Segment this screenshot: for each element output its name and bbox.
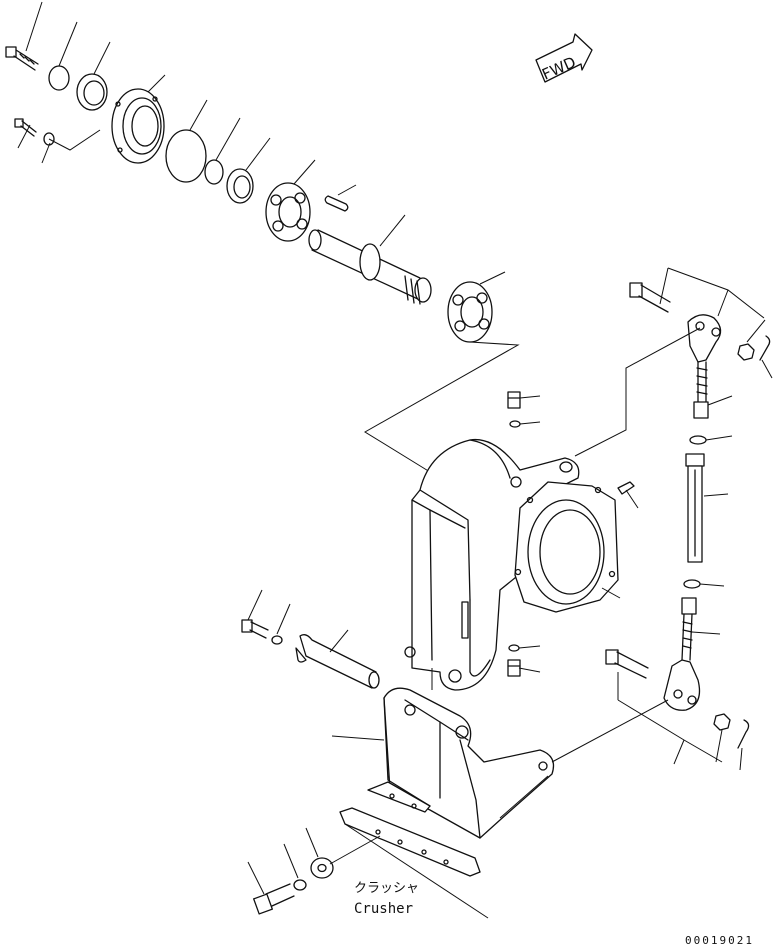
pivot-pin-bolt (241, 619, 269, 639)
bolt-top (5, 46, 39, 71)
clevis-top (687, 314, 722, 363)
bearing-race (226, 168, 254, 204)
washer-plug-bottom (508, 644, 520, 652)
fwd-label: FWD (539, 53, 578, 84)
washer-rod-bottom (683, 579, 701, 589)
cotter-pin-top (759, 335, 771, 361)
crusher-label-jp: クラッシャ (354, 881, 419, 896)
threaded-rod-top (693, 361, 709, 419)
washer-plate (48, 65, 70, 91)
o-ring-large (165, 129, 207, 183)
pivot-pin (295, 634, 380, 689)
fwd-arrow-icon: FWD (535, 33, 593, 84)
leader-lines-top (17, 1, 520, 473)
threaded-rod-bottom (681, 597, 697, 661)
washer-plug-top (509, 420, 521, 428)
plug-top (507, 391, 521, 409)
washer-rod-top (689, 435, 707, 445)
roller-bearing-upper (265, 182, 311, 242)
drawing-number: 00019021 (685, 934, 754, 947)
nut-bottom (713, 713, 731, 731)
plug-bottom (507, 659, 521, 677)
o-ring-small (204, 159, 224, 185)
clevis-bolt-top (629, 282, 671, 313)
base-plate (339, 781, 481, 877)
clevis-bolt-bottom (605, 649, 649, 679)
mount-washer-small (293, 879, 307, 891)
mount-washer-large (310, 857, 334, 879)
bearing-flange (514, 481, 619, 613)
clevis-bottom (663, 659, 701, 711)
pivot-washer (271, 635, 283, 645)
leader-lines-lower (247, 589, 669, 919)
cotter-pin-bottom (737, 719, 750, 749)
main-shaft (308, 229, 432, 305)
crusher-mount-bracket (383, 687, 555, 839)
bearing-cover (111, 88, 165, 164)
leader-lines-right (518, 267, 773, 771)
seal-ring (76, 73, 108, 111)
roller-bearing-lower (447, 281, 493, 343)
key-pin (324, 195, 349, 212)
crusher-label-en: Crusher (354, 901, 413, 917)
turnbuckle-sleeve (685, 453, 705, 563)
mount-bolt (253, 883, 295, 915)
nut-top (737, 343, 755, 361)
grease-fitting (617, 481, 635, 495)
